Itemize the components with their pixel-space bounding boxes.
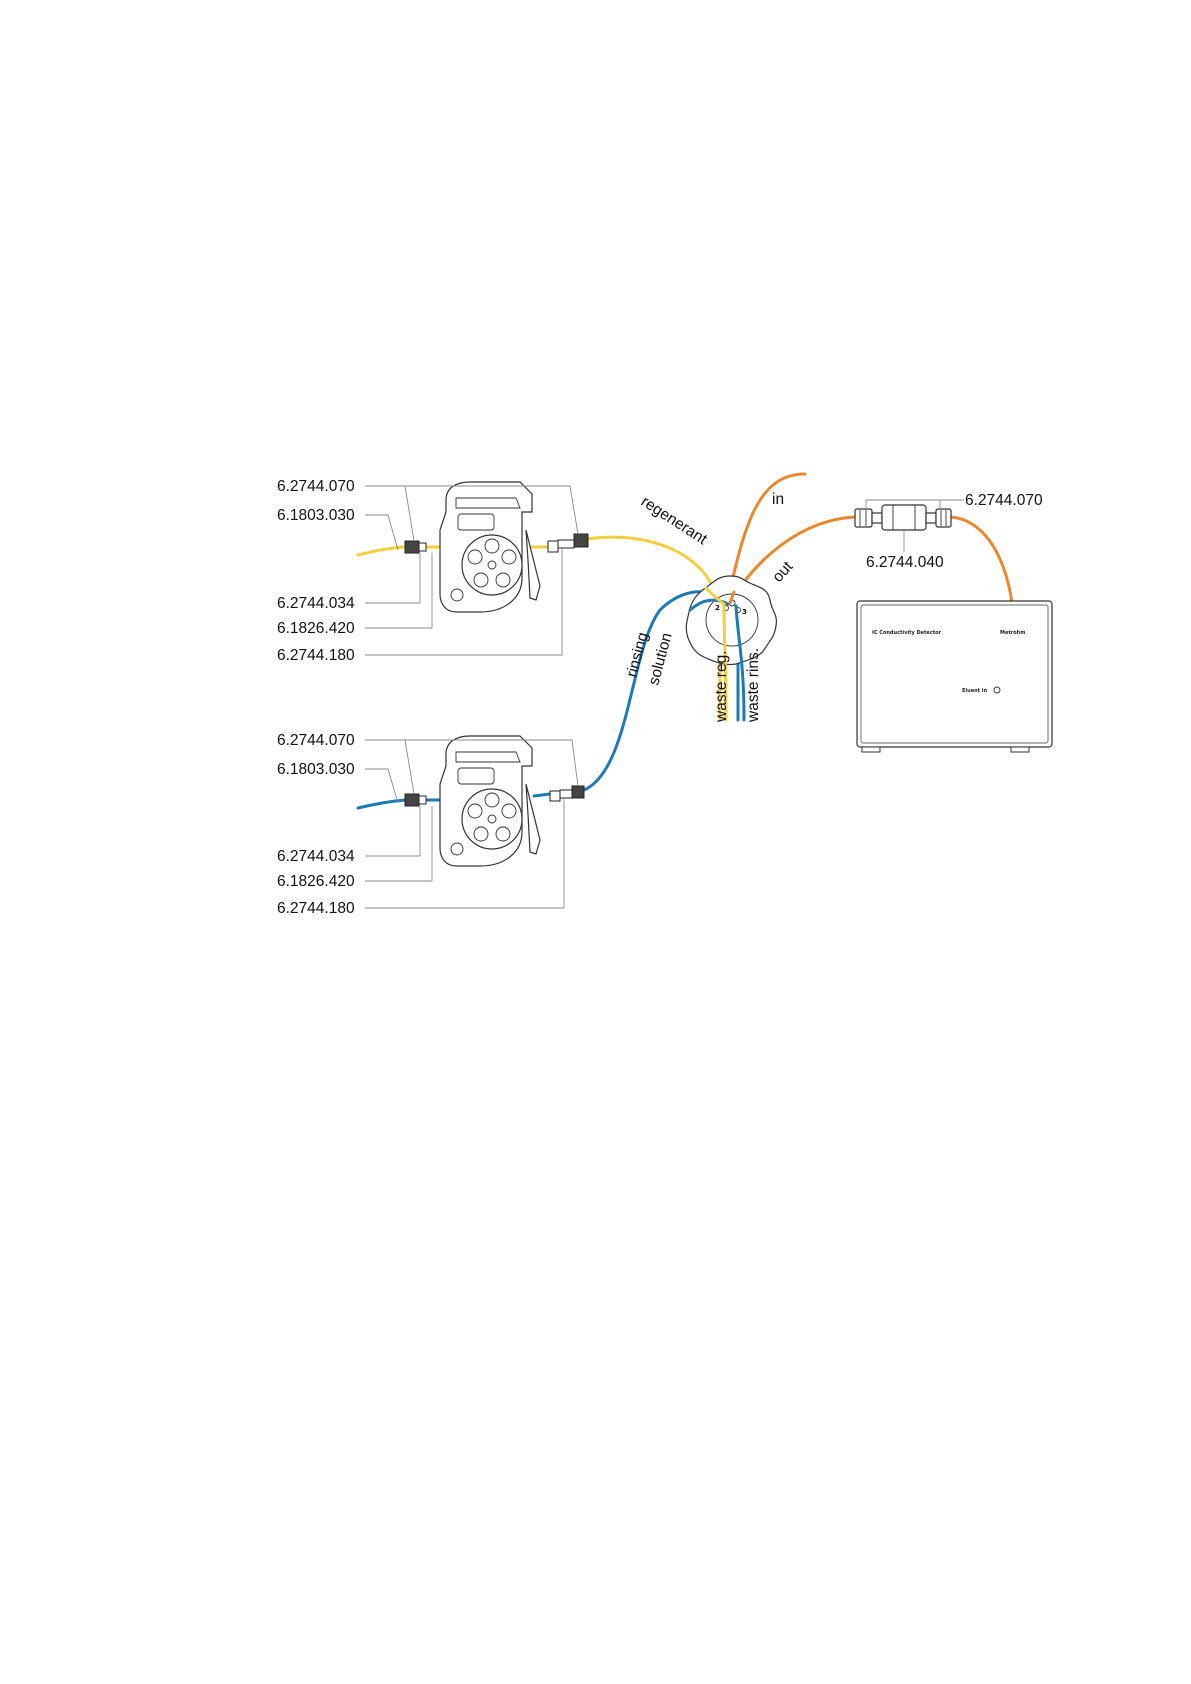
filter-label-070: 6.2744.070	[965, 492, 1043, 509]
filter-left-nut	[855, 509, 872, 527]
suppressor-label-2: 2	[715, 604, 720, 612]
filter-right-collar	[926, 513, 936, 523]
pump-bottom-label-030: 6.1803.030	[277, 761, 355, 778]
pump-top-label-420: 6.1826.420	[277, 620, 355, 637]
pump-bottom-labels: 6.2744.070 6.1803.030 6.2744.034 6.1826.…	[277, 732, 355, 917]
leader-top-030	[365, 515, 398, 550]
label-out: out	[769, 558, 797, 586]
pump-top-label-030: 6.1803.030	[277, 507, 355, 524]
leader-top-070	[365, 486, 414, 541]
suppressor-label-3: 3	[742, 608, 747, 616]
label-waste-rins: waste rins.	[745, 648, 762, 723]
pump-top-labels: 6.2744.070 6.1803.030 6.2744.034 6.1826.…	[277, 478, 355, 664]
leader-bottom-070	[365, 740, 414, 794]
suppressor-body	[686, 576, 776, 665]
pump-bottom-label-070: 6.2744.070	[277, 732, 355, 749]
pump-top-inlet-adapter	[419, 543, 426, 551]
detector-foot-left	[862, 747, 880, 752]
filter-right-nut	[936, 509, 951, 527]
pump-top-outlet-tube-adapter	[558, 540, 574, 548]
pump-top-lever	[526, 530, 540, 600]
detector-eluent-in-port	[994, 687, 1000, 693]
pump-bottom-label-180: 6.2744.180	[277, 900, 355, 917]
label-in: in	[772, 491, 784, 508]
detector-foot-right	[1011, 747, 1029, 752]
pump-top-rotor	[462, 535, 522, 595]
suppressor: 2 3	[686, 576, 776, 665]
pump-top-outlet-connector	[574, 534, 588, 547]
pump-bottom-outlet-tube-adapter	[560, 790, 572, 798]
label-waste-reg: waste reg.	[713, 650, 730, 723]
inline-filter: 6.2744.070 6.2744.040	[855, 492, 1043, 571]
detector-eluent-in-label: Eluent in	[962, 688, 987, 694]
pump-bottom-label-420: 6.1826.420	[277, 873, 355, 890]
leader-top-420	[365, 553, 432, 628]
detector-housing	[857, 601, 1052, 747]
pump-bottom-outlet-connector	[572, 786, 584, 798]
pump-bottom-outlet-adapter	[550, 791, 560, 801]
pump-bottom-label-034: 6.2744.034	[277, 848, 355, 865]
pump-top-label-034: 6.2744.034	[277, 595, 355, 612]
pump-bottom-rotor	[462, 789, 522, 849]
filter-label-040: 6.2744.040	[866, 554, 944, 571]
conductivity-detector: IC Conductivity Detector Metrohm Eluent …	[857, 601, 1052, 752]
leader-bottom-034	[365, 806, 420, 856]
filter-body	[882, 505, 926, 530]
pump-top-label-180: 6.2744.180	[277, 647, 355, 664]
detector-brand: Metrohm	[1000, 630, 1025, 636]
leader-top-034	[365, 553, 420, 603]
pump-top-outlet-adapter	[548, 541, 558, 552]
pump-top-label-070: 6.2744.070	[277, 478, 355, 495]
pump-top-inlet-connector	[405, 541, 419, 553]
pump-bottom-inlet-connector	[405, 794, 419, 806]
filter-left-collar	[872, 513, 882, 523]
leader-bottom-420	[365, 806, 432, 881]
detector-title: IC Conductivity Detector	[872, 630, 942, 636]
leader-bottom-030	[365, 769, 398, 803]
pump-bottom-inlet-adapter	[419, 796, 426, 804]
rinsing-tube-inlet	[358, 800, 405, 808]
